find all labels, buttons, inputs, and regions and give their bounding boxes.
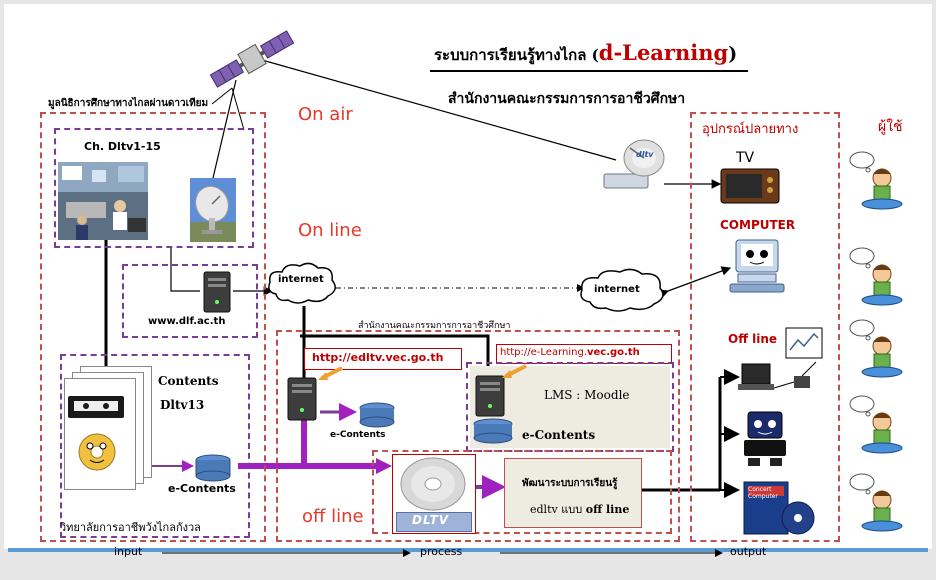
college-label: วิทยาลัยการอาชีพวังไกลกังวล <box>60 521 201 534</box>
channel-label: Ch. Dltv1-15 <box>84 140 161 153</box>
econtents-label-mid: e-Contents <box>330 430 386 440</box>
studio-photo <box>58 162 148 240</box>
on-line-label: On line <box>298 220 362 241</box>
broadcast-box <box>54 128 254 248</box>
subtitle: สำนักงานคณะกรรมการการอาชีวศึกษา <box>448 91 686 107</box>
develop-line1: พัฒนาระบบการเรียนรู้ <box>522 478 618 489</box>
flow-input-label: input <box>114 545 143 558</box>
develop-line2-bold: off line <box>585 503 630 516</box>
develop-line2-prefix: edltv แบบ <box>530 503 586 516</box>
user-figure-icon <box>848 148 904 210</box>
vec-office-small-label: สำนักงานคณะกรรมการการอาชีวศึกษา <box>358 321 511 331</box>
internet-label-left: internet <box>278 274 324 285</box>
receiving-dish-icon <box>603 139 665 189</box>
user-figure-icon <box>848 470 904 532</box>
lms-pointer-arrow-icon <box>502 364 527 378</box>
tv-label: TV <box>736 150 755 166</box>
offline-box <box>372 450 672 534</box>
user-figure-icon <box>848 392 904 454</box>
users-title: ผู้ใช้ <box>878 119 903 135</box>
dltv-logo: DLTV <box>412 513 450 527</box>
college-box <box>60 354 250 538</box>
title-highlight: d-Learning <box>598 40 729 65</box>
dltv13-label: Dltv13 <box>160 398 205 412</box>
edltv-server-icon <box>287 377 317 421</box>
dish-brand: dltv <box>636 150 654 159</box>
satellite-icon <box>209 30 295 88</box>
dltv-logo-box <box>396 512 472 532</box>
input-region <box>40 112 266 542</box>
flow-process-label: process <box>420 545 463 558</box>
tv-icon <box>720 168 780 204</box>
computer-label: COMPUTER <box>720 218 796 232</box>
lms-server-icon <box>475 375 505 417</box>
internet-cloud-left <box>268 262 336 304</box>
web-server-icon <box>203 271 231 313</box>
website-label: www.dlf.ac.th <box>148 316 226 327</box>
off-line-label: off line <box>302 506 364 527</box>
lms-label: LMS : Moodle <box>544 388 630 402</box>
econtents-database-icon-mid <box>359 402 395 428</box>
projector-screen-icon <box>785 327 823 359</box>
on-air-label: On air <box>298 104 353 125</box>
internet-cloud-right <box>580 268 664 312</box>
elearning-url[interactable]: http://e-Learning.vec.go.th <box>500 347 640 358</box>
develop-line2: edltv แบบ off line <box>530 500 629 518</box>
videotape-icon <box>68 396 124 418</box>
computer-mascot-icon <box>729 239 785 293</box>
flow-output-label: output <box>730 545 767 558</box>
offline-laptop-icon <box>738 361 817 390</box>
internet-label-right: internet <box>594 284 640 295</box>
econtents-database-icon-lms <box>473 418 513 444</box>
develop-box <box>504 458 642 528</box>
title-suffix: ) <box>728 43 738 65</box>
website-box <box>122 264 258 338</box>
edltv-url-box <box>304 348 462 370</box>
edltv-url[interactable]: http://edltv.vec.go.th <box>312 351 444 364</box>
laptop-mascot-icon <box>744 411 786 466</box>
cd-case-icon <box>743 481 815 535</box>
user-figure-icon <box>848 244 904 306</box>
process-region <box>276 330 680 542</box>
cd-case-text: Concert Computer <box>748 486 778 500</box>
satellite-dish-photo <box>190 178 236 242</box>
contents-label: Contents <box>158 374 219 388</box>
title-underline <box>430 70 748 72</box>
econtents-label-lms: e-Contents <box>522 428 596 442</box>
cd-disc-icon <box>400 457 466 511</box>
blue-baseline <box>8 548 928 552</box>
pointer-arrow-icon <box>318 366 343 380</box>
offline-device-label: Off line <box>728 332 778 346</box>
cd-mascot-icon <box>78 433 116 471</box>
title-prefix: ระบบการเรียนรู้ทางไกล ( <box>434 46 599 64</box>
user-figure-icon <box>848 316 904 378</box>
econtents-database-icon-left <box>195 454 231 482</box>
elearning-url-bold: vec.go.th <box>587 347 640 358</box>
page-title: ระบบการเรียนรู้ทางไกล (d-Learning) <box>434 40 737 67</box>
econtents-label-left: e-Contents <box>168 482 236 495</box>
elearning-url-prefix: http://e-Learning. <box>500 347 587 358</box>
devices-title: อุปกรณ์ปลายทาง <box>702 122 799 137</box>
foundation-label: มูลนิธิการศึกษาทางไกลผ่านดาวเทียม <box>48 98 209 109</box>
devices-region <box>690 112 840 542</box>
